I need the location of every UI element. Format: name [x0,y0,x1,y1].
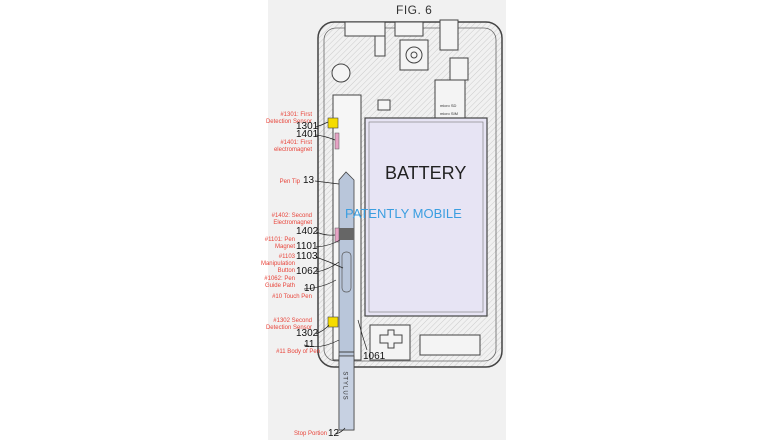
number-1401: 1401 [296,129,319,140]
second-electromagnet [334,227,340,243]
number-1061: 1061 [363,351,386,362]
first-electromagnet [334,132,340,150]
label-1402: #1402: Second Electromagnet [271,213,312,226]
number-1101: 1101 [296,241,318,252]
vibration-motor [331,63,351,83]
label-1301: #1301: First Detection Sensor [265,112,312,125]
label-1401: #1401: First electromagnet [273,140,312,153]
number-11: 11 [304,339,315,350]
label-1103: #1103 Manipulation Button [260,254,295,274]
label-12: Stop Portion [293,431,327,437]
label-13: Pen Tip [279,179,300,185]
label-11: #11 Body of Pen [276,349,320,355]
label-1062: #1062: Pen Guide Path [264,276,295,289]
number-1302: 1302 [296,328,319,339]
second-detection-sensor [327,316,339,328]
label-1101: #1101: Pen Magnet [264,237,295,250]
number-12: 12 [328,428,340,439]
sim-slot [434,79,466,119]
label-10: #10 Touch Pen [272,294,312,300]
number-1301: 1301 [296,121,319,132]
number-13: 13 [303,175,315,186]
svg-text:micro SD: micro SD [440,103,457,108]
label-1302: #1302 Second Detection Sensor [265,318,312,331]
number-1402: 1402 [296,226,319,237]
number-1103: 1103 [296,251,318,262]
svg-text:micro SIM: micro SIM [440,111,458,116]
number-1062: 1062 [296,266,319,277]
battery [364,117,488,317]
battery-label: BATTERY [385,163,467,183]
figure-title: FIG. 6 [396,3,433,17]
watermark: PATENTLY MOBILE [345,206,462,221]
camera-module [399,39,429,71]
pen-stylus-text: STYLUS [341,371,348,401]
first-detection-sensor [327,117,339,129]
number-10: 10 [304,283,316,294]
